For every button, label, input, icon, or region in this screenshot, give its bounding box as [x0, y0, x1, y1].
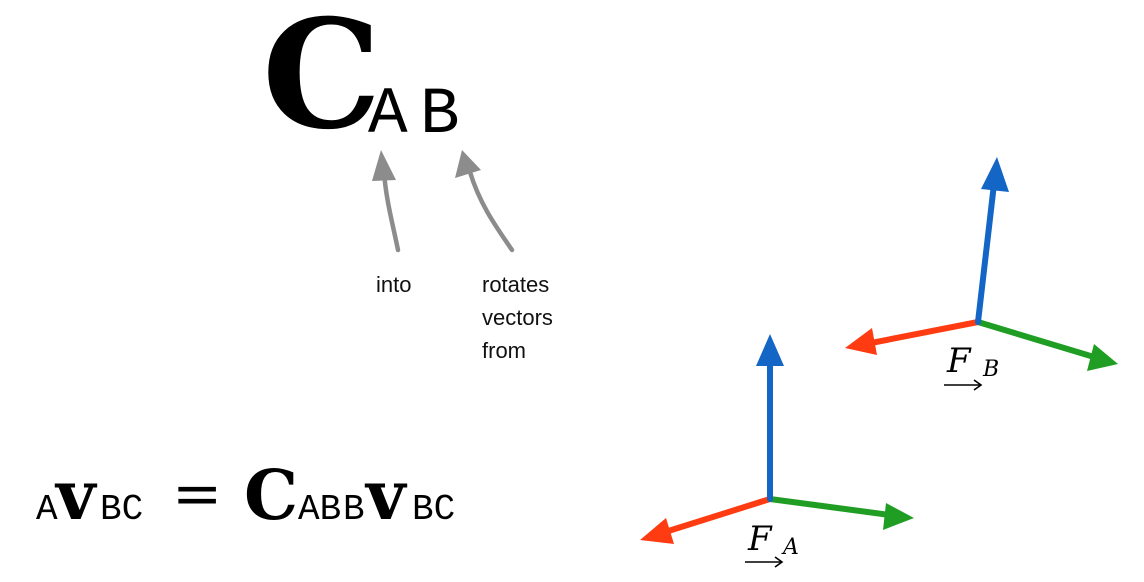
matrix-subscript-from: B [420, 77, 460, 152]
equation-lhs-vector: v [56, 456, 96, 536]
frame-a-axes [640, 334, 914, 544]
frame-a-vectrix-arrow [745, 556, 784, 568]
matrix-subscript-into: A [368, 77, 408, 152]
equation-rhs-frame: B [343, 489, 365, 530]
frame-a-symbol: F [748, 519, 772, 559]
equation-lhs-subscript: BC [100, 489, 144, 530]
frame-b-y-arrowhead [1087, 344, 1118, 371]
equation-rhs-subscript: BC [412, 489, 456, 530]
frame-b-z-arrowhead [981, 157, 1009, 192]
frame-b-subscript: B [983, 357, 1000, 382]
frame-b-y-axis [975, 319, 1097, 360]
frame-a-y-arrowhead [883, 503, 914, 530]
equation-lhs-frame: A [36, 489, 58, 530]
frame-a-z-arrowhead [756, 334, 784, 366]
frame-a-x-axis [659, 496, 773, 536]
frame-a-x-arrowhead [640, 518, 674, 544]
equation-rhs-matrix-subscript: AB [298, 489, 342, 530]
frame-b-z-axis [975, 181, 997, 325]
frame-b-x-axis [863, 319, 981, 347]
pointer-arrow-into [372, 150, 401, 253]
equation-rhs-vector: v [366, 456, 406, 536]
equation-rhs-matrix: C [244, 456, 299, 536]
frame-a-y-axis [767, 496, 893, 518]
frame-b-symbol: F [947, 341, 971, 381]
pointer-arrow-rotates [455, 150, 515, 253]
label-into: into [376, 272, 412, 297]
label-rotates-vectors-from: rotates vectors from [482, 272, 553, 363]
frame-b-vectrix-arrow [944, 379, 983, 391]
equation-equals: = [172, 459, 223, 529]
frame-b-axes [845, 157, 1118, 371]
frame-b-x-arrowhead [845, 328, 877, 355]
rotation-matrix-symbol: C [262, 0, 382, 163]
frame-a-subscript: A [783, 535, 799, 560]
